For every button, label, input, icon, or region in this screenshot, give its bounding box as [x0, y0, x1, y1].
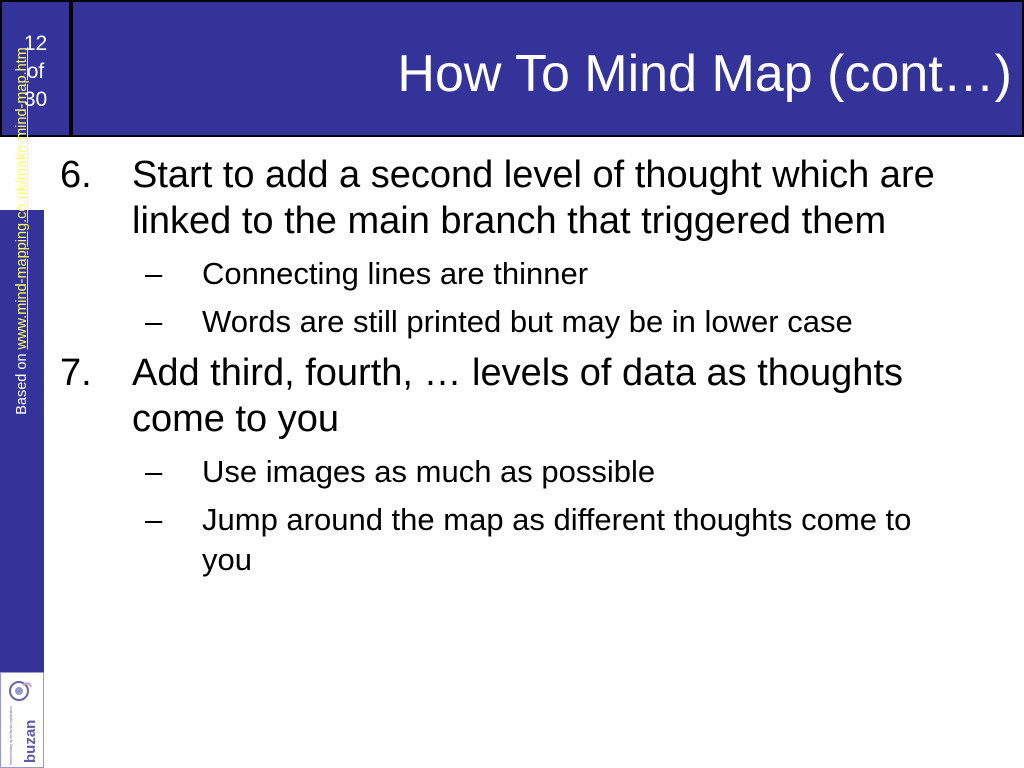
- logo-brand: buzan: [22, 720, 39, 763]
- item-number: 6.: [60, 154, 92, 196]
- sub-bullet: –: [145, 454, 163, 489]
- sub-bullet: –: [145, 256, 163, 291]
- slide-title: How To Mind Map (cont…): [397, 45, 1012, 103]
- sub-item-text: Words are still printed but may be in lo…: [202, 304, 853, 339]
- sub-item-text: Connecting lines are thinner: [202, 256, 589, 291]
- list-item-7: 7. Add third, fourth, … levels of data a…: [60, 350, 980, 442]
- title-bar: How To Mind Map (cont…): [71, 0, 1024, 137]
- content: 6. Start to add a second level of though…: [60, 152, 980, 580]
- sub-bullet: –: [145, 502, 163, 537]
- source-link[interactable]: www.mind-mapping.co.uk/make-mind-map.htm: [14, 47, 30, 350]
- item-text: Add third, fourth, … levels of data as t…: [132, 352, 904, 440]
- sub-bullet: –: [145, 304, 163, 339]
- page-total: 30: [23, 88, 48, 111]
- buzan-logo-icon: buzan Mental training by the Buzan organ…: [9, 681, 39, 765]
- side-band: [0, 210, 44, 672]
- item-number: 7.: [60, 352, 92, 394]
- page-of: of: [26, 60, 45, 83]
- item-text: Start to add a second level of thought w…: [132, 154, 935, 242]
- sub-item: – Use images as much as possible: [145, 452, 980, 492]
- sub-item: – Connecting lines are thinner: [145, 254, 980, 294]
- list-item-6: 6. Start to add a second level of though…: [60, 152, 980, 244]
- sub-item-text: Use images as much as possible: [202, 454, 656, 489]
- sub-item: – Jump around the map as different thoug…: [145, 500, 980, 580]
- sub-item: – Words are still printed but may be in …: [145, 302, 980, 342]
- page-current: 12: [23, 32, 48, 55]
- page-counter: 12 of 30: [0, 0, 71, 137]
- side-note-prefix: Based on: [14, 349, 30, 415]
- logo-tagline: Mental training by the Buzan organisatio…: [9, 706, 13, 765]
- buzan-logo: buzan Mental training by the Buzan organ…: [0, 672, 44, 768]
- sub-item-text: Jump around the map as different thought…: [202, 502, 912, 577]
